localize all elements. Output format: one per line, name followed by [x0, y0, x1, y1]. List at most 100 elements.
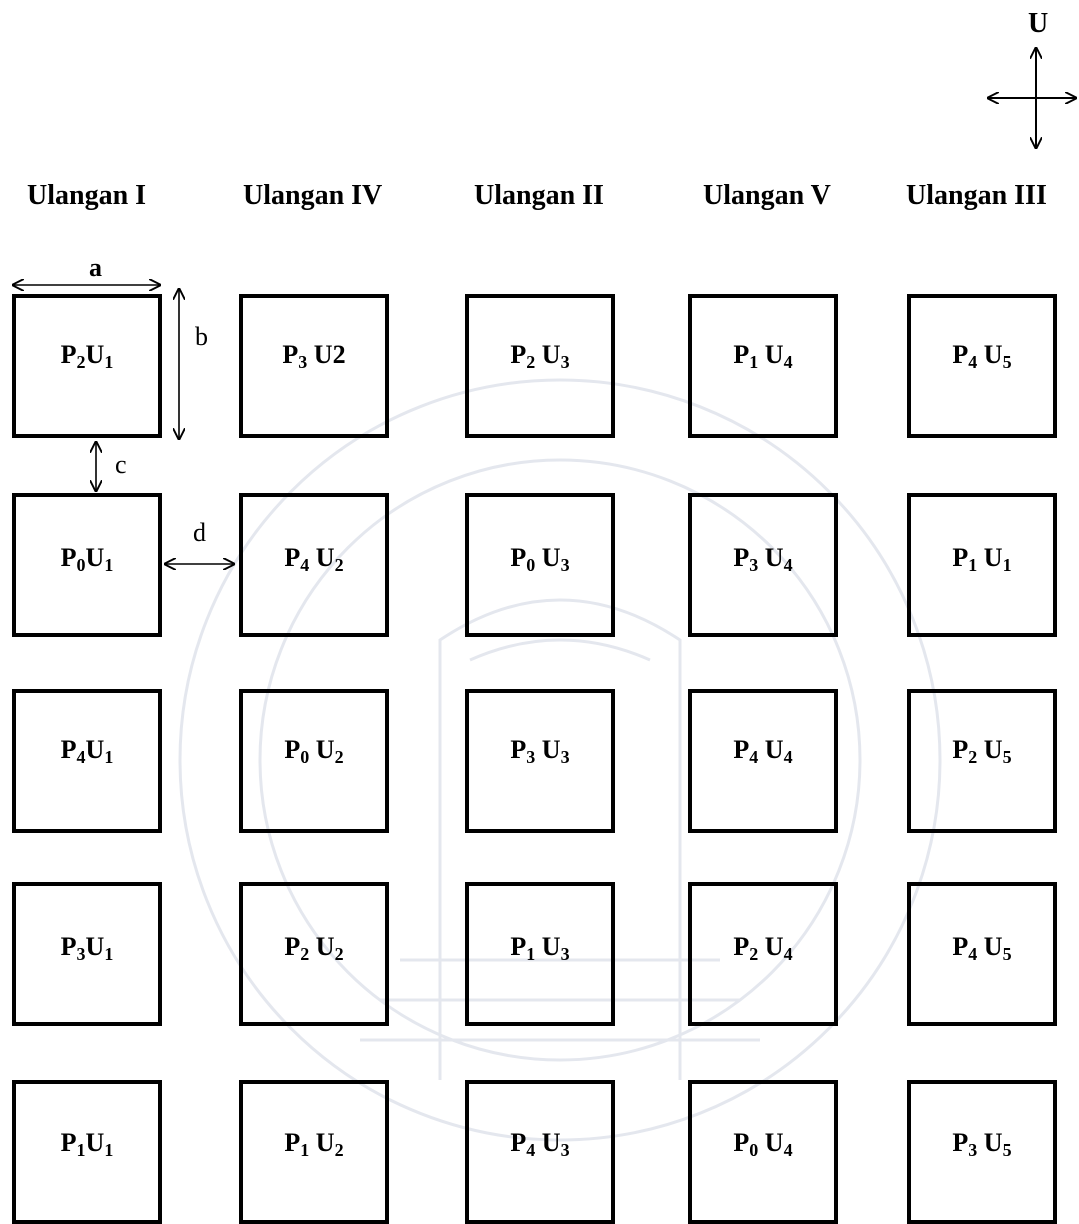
plot-label: P1 U4	[692, 340, 834, 372]
replicate-code: U	[535, 1128, 561, 1157]
plot-box: P3 U3	[465, 689, 615, 833]
plot-box: P2 U5	[907, 689, 1057, 833]
treatment-code: 2	[749, 944, 759, 964]
plot-label: P0U1	[16, 543, 158, 575]
plot-label: P3U1	[16, 932, 158, 964]
plot-box: P0 U2	[239, 689, 389, 833]
replicate-code: U	[309, 1128, 335, 1157]
dimension-a-label: a	[89, 253, 102, 282]
replicate-code: 3	[560, 747, 570, 767]
replicate-code: U	[758, 735, 784, 764]
replicate-code: 4	[783, 747, 793, 767]
plot-box: P2 U2	[239, 882, 389, 1026]
treatment-code: P	[733, 1128, 750, 1157]
replicate-code: U	[85, 1128, 105, 1157]
replicate-code: U	[977, 932, 1003, 961]
replicate-code: U	[758, 340, 784, 369]
replicate-code: 4	[783, 555, 793, 575]
plot-label: P2 U5	[911, 735, 1053, 767]
treatment-code: P	[60, 1128, 77, 1157]
treatment-code: P	[952, 543, 969, 572]
treatment-code: 3	[76, 944, 86, 964]
treatment-code: P	[733, 543, 750, 572]
plot-label: P4 U3	[469, 1128, 611, 1159]
plot-label: P2 U3	[469, 340, 611, 371]
replicate-code: U	[535, 340, 561, 369]
replicate-code: U	[85, 735, 105, 764]
plot-label: P1 U1	[911, 543, 1053, 575]
replicate-code: U	[309, 932, 335, 961]
plot-box: P1 U1	[907, 493, 1057, 637]
plot-box: P4 U4	[688, 689, 838, 833]
treatment-code: 1	[749, 352, 759, 372]
treatment-code: 2	[300, 944, 310, 964]
treatment-code: P	[952, 340, 969, 369]
replicate-code: 5	[1002, 747, 1012, 767]
replicate-code: 2	[334, 555, 344, 575]
treatment-code: P	[284, 543, 301, 572]
replicate-code: 1	[104, 747, 114, 767]
column-header: Ulangan IV	[243, 180, 383, 211]
plot-box: P4 U3	[465, 1080, 615, 1224]
treatment-code: P	[60, 543, 77, 572]
replicate-code: U	[85, 932, 105, 961]
plot-label: P2U1	[16, 340, 158, 372]
replicate-code: 4	[783, 352, 793, 372]
treatment-code: P	[510, 340, 527, 369]
plot-box: P2U1	[12, 294, 162, 438]
plot-box: P0U1	[12, 493, 162, 637]
treatment-code: 3	[968, 1140, 978, 1160]
dimension-b-label: b	[195, 322, 208, 351]
treatment-code: 1	[968, 555, 978, 575]
dimension-d-label: d	[193, 518, 206, 547]
treatment-code: 1	[300, 1140, 310, 1160]
replicate-code: U	[977, 1128, 1003, 1157]
replicate-code: 5	[1002, 352, 1012, 372]
treatment-code: 0	[526, 555, 536, 575]
plot-label: P4 U4	[692, 735, 834, 767]
treatment-code: P	[510, 735, 527, 764]
plot-label: P4 U5	[911, 340, 1053, 372]
replicate-code: U	[758, 543, 784, 572]
replicate-code: 3	[560, 944, 570, 964]
treatment-code: P	[284, 735, 301, 764]
treatment-code: 0	[76, 555, 86, 575]
plot-box: P4 U2	[239, 493, 389, 637]
dimension-c-label: c	[115, 450, 127, 479]
plot-box: P1U1	[12, 1080, 162, 1224]
treatment-code: P	[60, 735, 77, 764]
treatment-code: P	[284, 1128, 301, 1157]
treatment-code: 4	[968, 944, 978, 964]
replicate-code: 1	[104, 555, 114, 575]
treatment-code: P	[733, 340, 750, 369]
plot-label: P1 U3	[469, 932, 611, 964]
plot-box: P3 U5	[907, 1080, 1057, 1224]
plot-label: P4 U5	[911, 932, 1053, 964]
treatment-code: 2	[968, 747, 978, 767]
plot-box: P3 U4	[688, 493, 838, 637]
plot-label: P1 U2	[243, 1128, 385, 1160]
plot-box: P1 U4	[688, 294, 838, 438]
plot-label: P4U1	[16, 735, 158, 767]
treatment-code: P	[284, 932, 301, 961]
treatment-code: P	[733, 735, 750, 764]
treatment-code: P	[510, 543, 527, 572]
treatment-code: 0	[300, 747, 310, 767]
replicate-code: U	[977, 543, 1003, 572]
treatment-code: 4	[968, 352, 978, 372]
replicate-code: U	[535, 543, 561, 572]
replicate-code: U	[977, 735, 1003, 764]
treatment-code: P	[952, 932, 969, 961]
treatment-code: 4	[76, 747, 86, 767]
plot-box: P2 U3	[465, 294, 615, 438]
replicate-code: U	[535, 735, 561, 764]
treatment-code: 3	[298, 352, 308, 372]
replicate-code: 2	[334, 747, 344, 767]
replicate-code: U	[977, 340, 1003, 369]
treatment-code: 4	[749, 747, 759, 767]
replicate-code: 1	[104, 352, 114, 372]
replicate-code: U	[309, 735, 335, 764]
treatment-code: P	[510, 932, 527, 961]
treatment-code: P	[733, 932, 750, 961]
replicate-code: U2	[307, 340, 346, 369]
